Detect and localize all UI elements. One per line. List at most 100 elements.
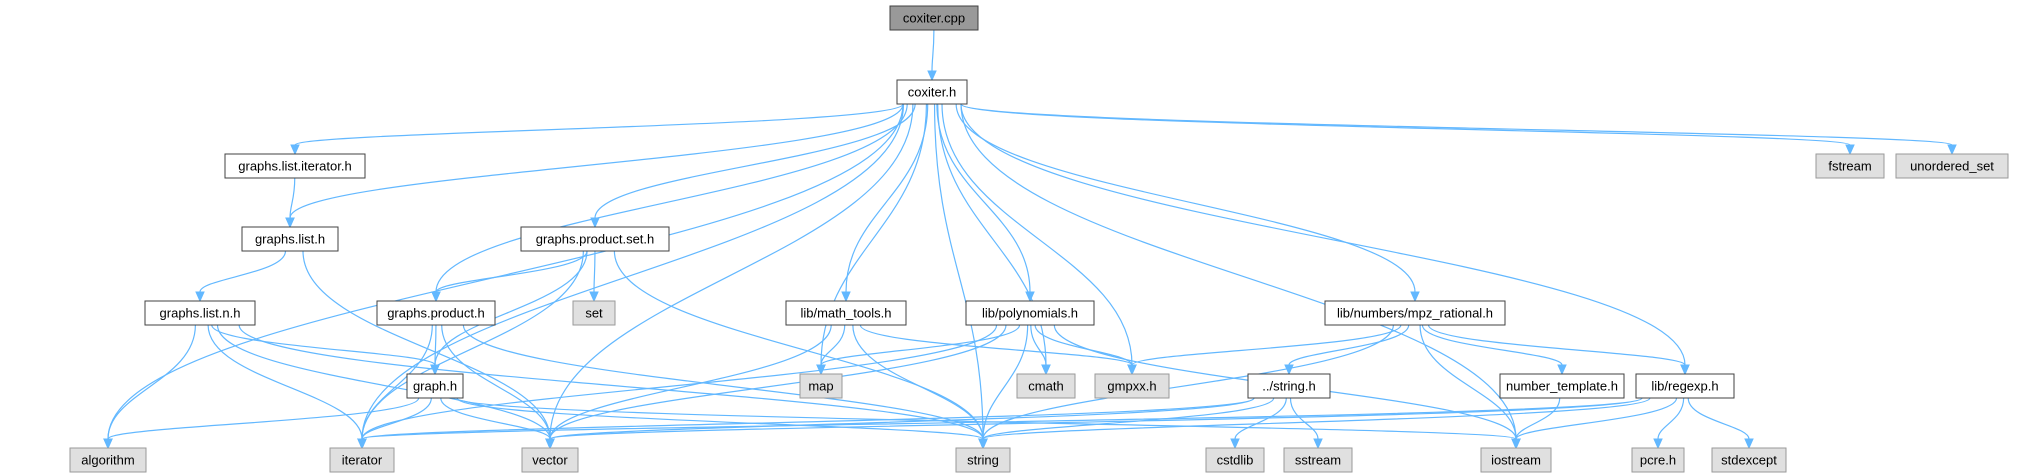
edge-line xyxy=(456,397,984,440)
edge-graph_h-to-iterator xyxy=(357,397,432,450)
edge-line xyxy=(1289,397,1319,440)
edge-arrowhead xyxy=(1653,438,1663,450)
edge-coxiter_h-to-lib_numbers_mpz_rational_h xyxy=(955,103,1420,303)
edge-line xyxy=(1515,397,1678,440)
node-label: set xyxy=(585,306,603,321)
edge-line xyxy=(435,103,908,293)
edge-line xyxy=(852,324,984,440)
edge-line xyxy=(361,324,433,440)
node-coxiter-cpp[interactable]: coxiter.cpp xyxy=(889,5,979,31)
node-graphs-list-h[interactable]: graphs.list.h xyxy=(241,226,339,252)
edge-line xyxy=(434,324,437,366)
node-label: lib/numbers/mpz_rational.h xyxy=(1337,306,1493,321)
edge-line xyxy=(960,103,1953,146)
edge-line xyxy=(549,397,1643,440)
node-vector: vector xyxy=(521,447,579,473)
edge-line xyxy=(549,397,1255,440)
edge-lib_polynomials_h-to-gmpxx_h xyxy=(1034,324,1137,376)
node-cmath: cmath xyxy=(1016,373,1076,399)
node-algorithm: algorithm xyxy=(69,447,147,473)
node-stdexcept: stdexcept xyxy=(1711,447,1787,473)
edge-arrowhead xyxy=(103,438,113,450)
node-label: number_template.h xyxy=(1506,379,1618,394)
node-label: stdexcept xyxy=(1721,453,1777,468)
edge-arrowhead xyxy=(1410,291,1420,303)
edge-arrowhead xyxy=(357,438,367,450)
node-unordered-set: unordered_set xyxy=(1895,153,2009,179)
node-graph-h[interactable]: graph.h xyxy=(406,373,464,399)
edge-arrowhead xyxy=(978,438,988,450)
node-label: graphs.list.h xyxy=(255,232,325,247)
edge-arrowhead xyxy=(927,70,937,82)
edge-arrowhead xyxy=(1313,438,1323,450)
node-string: string xyxy=(955,447,1011,473)
edge-line xyxy=(549,103,914,440)
node-pcre-h: pcre.h xyxy=(1631,447,1685,473)
edge-graphs_list_iterator_h-to-graphs_list_h xyxy=(285,177,296,229)
node-graphs-list-n-h[interactable]: graphs.list.n.h xyxy=(144,300,256,326)
edge-line xyxy=(1288,324,1410,366)
edge-line xyxy=(845,103,929,293)
node-box xyxy=(241,226,339,252)
node-graphs-product-h[interactable]: graphs.product.h xyxy=(376,300,496,326)
node-lib-math-tools-h[interactable]: lib/math_tools.h xyxy=(785,300,907,326)
edge-arrowhead xyxy=(1744,438,1754,450)
node-label: sstream xyxy=(1295,453,1341,468)
edge-line xyxy=(955,103,1416,293)
edge-lib_math_tools_h-to-string xyxy=(852,324,988,450)
node-box xyxy=(1635,373,1735,399)
edge-line xyxy=(613,250,984,440)
edge-line xyxy=(1234,397,1287,440)
edge-line xyxy=(361,397,1643,440)
edge-line xyxy=(440,397,551,440)
edge-line xyxy=(107,397,420,440)
edge-line xyxy=(549,324,1007,440)
edge-coxiter_h-to-graphs_list_iterator_h xyxy=(290,103,904,156)
node-graphs-list-iterator-h[interactable]: graphs.list.iterator.h xyxy=(224,153,366,179)
edge-coxiter_h-to-lib_regexp_h xyxy=(960,103,1690,376)
edge-coxiter_h-to-fstream xyxy=(960,103,1855,156)
edge-line xyxy=(216,324,551,440)
edge-graphs_list_h-to-graphs_list_n_h xyxy=(195,250,287,303)
node-box xyxy=(955,447,1011,473)
node-label: graphs.product.h xyxy=(387,306,485,321)
edge-line xyxy=(1131,324,1402,366)
edge-line xyxy=(982,397,1651,440)
edge-arrowhead xyxy=(195,291,205,303)
edge-arrowhead xyxy=(589,291,599,303)
edge-arrowhead xyxy=(1284,364,1294,376)
node-box xyxy=(1094,373,1170,399)
node-label: algorithm xyxy=(81,453,134,468)
node-label: graph.h xyxy=(413,379,457,394)
edge-arrowhead xyxy=(1127,364,1137,376)
edge-coxiter_h-to-lib_polynomials_h xyxy=(936,103,1035,303)
node-graphs-product-set-h[interactable]: graphs.product.set.h xyxy=(520,226,670,252)
node-lib-regexp-h[interactable]: lib/regexp.h xyxy=(1635,373,1735,399)
node-label: unordered_set xyxy=(1910,159,1994,174)
node-box xyxy=(520,226,670,252)
node-string-h[interactable]: ../string.h xyxy=(1247,373,1331,399)
node-coxiter-h[interactable]: coxiter.h xyxy=(896,79,968,105)
edge-lib_regexp_h-to-iterator xyxy=(357,397,1643,450)
edge-lib_numbers_mpz_rational_h-to-string_h xyxy=(1284,324,1410,376)
node-box xyxy=(965,300,1095,326)
node-label: gmpxx.h xyxy=(1107,379,1156,394)
edge-line xyxy=(859,324,1133,366)
edge-arrowhead xyxy=(545,438,555,450)
node-box xyxy=(889,5,979,31)
node-lib-polynomials-h[interactable]: lib/polynomials.h xyxy=(965,300,1095,326)
node-box xyxy=(785,300,907,326)
edge-coxiter_h-to-map xyxy=(816,103,928,376)
node-label: lib/regexp.h xyxy=(1651,379,1718,394)
node-set: set xyxy=(572,300,616,326)
edge-line xyxy=(960,103,1851,146)
node-number-template-h[interactable]: number_template.h xyxy=(1499,373,1625,399)
edge-graphs_product_set_h-to-set xyxy=(589,250,599,303)
node-sstream: sstream xyxy=(1283,447,1353,473)
node-lib-numbers-mpz-rational-h[interactable]: lib/numbers/mpz_rational.h xyxy=(1324,300,1506,326)
edge-line xyxy=(1687,397,1750,440)
edge-coxiter_h-to-graphs_list_h xyxy=(285,103,904,229)
node-box xyxy=(1247,373,1331,399)
edge-line xyxy=(302,250,551,440)
